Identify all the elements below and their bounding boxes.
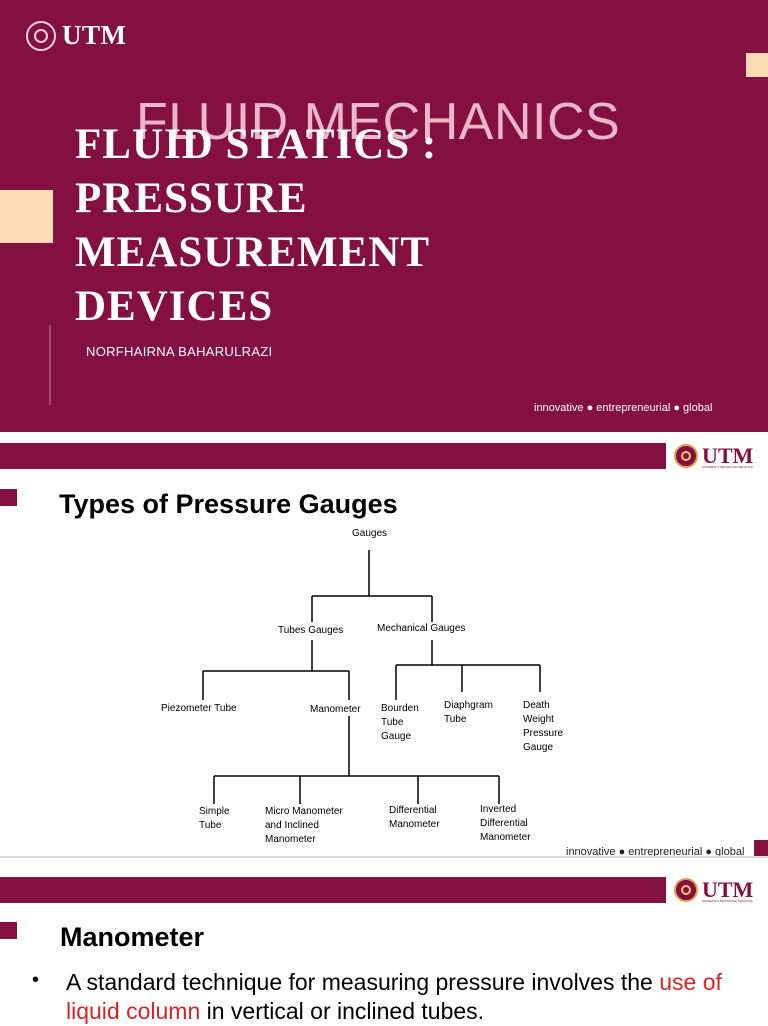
utm-logo: UTM [26, 20, 127, 51]
tagline: innovative ● entrepreneurial ● global [566, 846, 745, 858]
title-line: FLUID STATICS : [75, 121, 438, 168]
title-line: MEASUREMENT [75, 229, 431, 276]
title-line: DEVICES [75, 283, 274, 330]
bullet-square [0, 922, 17, 939]
bullet-dot: • [32, 969, 40, 991]
course-title: FLUID MECHANICS [136, 93, 621, 151]
utm-logo-text: UTM [702, 443, 754, 468]
tree-node-simple-tube: Simple Tube [199, 806, 230, 831]
bullet-square [0, 489, 17, 506]
tree-node-death-weight-pressure-gauge: Death Weight Pressure Gauge [523, 700, 564, 753]
tree-node-micro-manometer: Micro Manometer and Inclined Manometer [265, 806, 343, 845]
header-bar [0, 877, 666, 903]
tree-node-piezometer-tube: Piezometer Tube [161, 703, 237, 714]
author-name: NORFHAIRNA BAHARULRAZI [86, 344, 273, 359]
tree-node-diaphgram-tube: Diaphgram Tube [444, 700, 493, 725]
gauges-tree-lines [202, 550, 541, 804]
tree-node-inverted-differential-manometer: Inverted Differential Manometer [480, 804, 531, 843]
utm-logo: UTM UNIVERSITI TEKNOLOGI MALAYSIA [674, 877, 754, 903]
title-slide: UTM FLUID MECHANICS FLUID STATICS : PRES… [0, 0, 768, 432]
bullet-text-part: in vertical or inclined tubes. [200, 998, 485, 1024]
tree-node-gauges: Gauges [352, 528, 388, 539]
slide-separator [0, 856, 768, 858]
header-bar [0, 443, 666, 469]
utm-logo-subtext: UNIVERSITI TEKNOLOGI MALAYSIA [702, 899, 753, 903]
title-line: PRESSURE [75, 175, 308, 222]
slide-title: Manometer [60, 922, 205, 952]
divider-line [49, 325, 51, 405]
decorative-square [746, 53, 768, 77]
utm-logo-text: UTM [62, 20, 127, 50]
tagline: innovative ● entrepreneurial ● global [534, 402, 713, 414]
decorative-square [0, 190, 53, 243]
decorative-tab [754, 840, 768, 858]
utm-logo-subtext: UNIVERSITI TEKNOLOGI MALAYSIA [702, 465, 753, 469]
highlighted-phrase: use of liquid column [66, 969, 722, 1024]
utm-logo: UTM UNIVERSITI TEKNOLOGI MALAYSIA [674, 443, 754, 469]
utm-seal-icon [674, 444, 698, 468]
tree-node-tubes-gauges: Tubes Gauges [278, 625, 344, 636]
utm-seal-icon [674, 878, 698, 902]
tree-node-manometer: Manometer [310, 704, 361, 715]
utm-seal-icon [26, 20, 56, 51]
tree-node-bourden-tube-gauge: Bourden Tube Gauge [381, 703, 419, 742]
tree-node-mechanical-gauges: Mechanical Gauges [377, 623, 466, 634]
bullet-text: A standard technique for measuring press… [66, 968, 756, 1026]
tree-node-differential-manometer: Differential Manometer [389, 805, 440, 830]
slide-main-title: FLUID STATICS : PRESSURE MEASUREMENT DEV… [75, 118, 437, 334]
bullet-text-part: A standard technique for measuring press… [66, 969, 660, 995]
utm-logo-text: UTM [702, 877, 754, 902]
slide-title: Types of Pressure Gauges [59, 489, 398, 519]
